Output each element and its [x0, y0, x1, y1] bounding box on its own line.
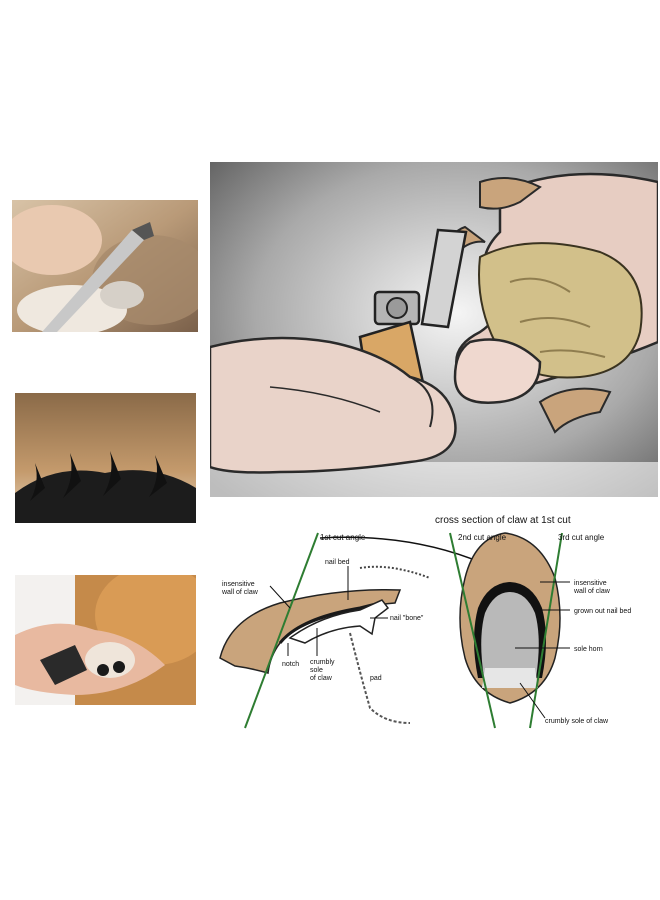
claw-anatomy-diagram: cross section of claw at 1st cut 1st cut…	[210, 508, 658, 738]
label-nail-bed: nail bed	[325, 559, 350, 566]
photo-hand-trimming	[15, 575, 196, 705]
nail-bone	[288, 599, 390, 644]
cut-line-2	[449, 532, 496, 729]
label-notch: notch	[282, 661, 299, 668]
label-cs-insensitive-line2: wall of claw	[573, 588, 611, 595]
label-grown-out-nail-bed: grown out nail bed	[574, 608, 631, 615]
label-crumbly-line3: of claw	[310, 675, 333, 682]
sole-horn	[481, 592, 539, 678]
label-2nd-cut-angle: 2nd cut angle	[458, 533, 507, 542]
label-cs-insensitive-line1: insensitive	[574, 580, 607, 587]
cut-line-1	[244, 532, 319, 729]
hands-trimming-illustration	[210, 162, 658, 497]
label-crumbly-sole: crumbly sole of claw	[545, 718, 609, 725]
label-crumbly-line1: crumbly	[310, 659, 335, 666]
cut-line-3	[529, 532, 563, 729]
label-3rd-cut-angle: 3rd cut angle	[558, 533, 605, 542]
label-insensitive-wall-line1: insensitive	[222, 581, 255, 588]
label-crumbly-line2: sole	[310, 667, 323, 674]
label-insensitive-wall-line2: wall of claw	[221, 589, 259, 596]
diagram-title: cross section of claw at 1st cut	[435, 515, 571, 526]
label-pad: pad	[370, 675, 382, 682]
claw-anatomy-svg: cross section of claw at 1st cut 1st cut…	[219, 515, 631, 729]
label-nail-bone: nail "bone"	[390, 615, 424, 622]
photo-paw-claws	[15, 393, 196, 523]
label-sole-horn: sole horn	[574, 646, 603, 653]
label-1st-cut-angle: 1st cut angle	[320, 533, 366, 542]
photo-clipper-on-claw	[12, 200, 198, 332]
